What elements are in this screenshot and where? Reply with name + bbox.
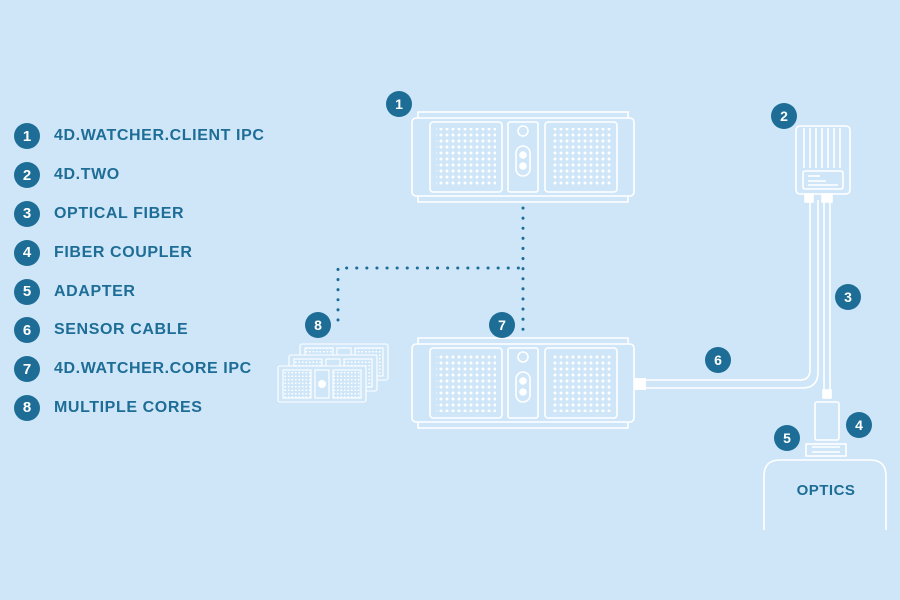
component-legend: 1 4D.WATCHER.CLIENT IPC 2 4D.TWO 3 OPTIC… [14, 117, 265, 427]
legend-number: 8 [14, 394, 40, 421]
badge-core-ipc: 7 [489, 312, 515, 338]
legend-item: 2 4D.TWO [14, 156, 265, 195]
badge-optical-fiber: 3 [835, 284, 861, 310]
optics-label: OPTICS [797, 482, 856, 499]
adapter [805, 443, 847, 457]
svg-text:3: 3 [844, 289, 852, 305]
badge-sensor-cable: 6 [705, 347, 731, 373]
client-ipc-server [411, 111, 635, 203]
svg-text:5: 5 [783, 430, 791, 446]
legend-label: FIBER COUPLER [54, 243, 193, 261]
legend-label: OPTICAL FIBER [54, 204, 185, 222]
svg-text:4: 4 [855, 417, 863, 433]
legend-number: 3 [14, 200, 40, 227]
legend-label: 4D.TWO [54, 166, 120, 184]
multiple-cores-stack [277, 343, 389, 403]
legend-number: 7 [14, 356, 40, 383]
legend-number: 6 [14, 317, 40, 344]
svg-text:2: 2 [780, 108, 788, 124]
legend-item: 6 SENSOR CABLE [14, 311, 265, 350]
optics-block: OPTICS [763, 459, 887, 530]
svg-text:7: 7 [498, 317, 506, 333]
legend-number: 2 [14, 162, 40, 189]
network-link-multiple-cores [336, 266, 525, 322]
legend-item: 3 OPTICAL FIBER [14, 195, 265, 234]
legend-item: 5 ADAPTER [14, 272, 265, 311]
legend-item: 8 MULTIPLE CORES [14, 389, 265, 428]
svg-text:6: 6 [714, 352, 722, 368]
core-ipc-server [411, 337, 635, 429]
badge-four-d-two: 2 [771, 103, 797, 129]
svg-text:8: 8 [314, 317, 322, 333]
four-d-two-device [795, 125, 851, 203]
legend-label: SENSOR CABLE [54, 321, 189, 339]
legend-number: 1 [14, 123, 40, 150]
legend-number: 4 [14, 239, 40, 266]
legend-label: 4D.WATCHER.CLIENT IPC [54, 127, 265, 145]
badge-client-ipc: 1 [386, 91, 412, 117]
badge-fiber-coupler: 4 [846, 412, 872, 438]
optical-fiber [823, 200, 831, 393]
svg-text:1: 1 [395, 96, 403, 112]
fiber-coupler [814, 389, 840, 441]
legend-label: MULTIPLE CORES [54, 398, 203, 416]
sensor-cable [634, 200, 819, 390]
badge-adapter: 5 [774, 425, 800, 451]
legend-item: 7 4D.WATCHER.CORE IPC [14, 350, 265, 389]
legend-label: ADAPTER [54, 282, 136, 300]
legend-item: 1 4D.WATCHER.CLIENT IPC [14, 117, 265, 156]
legend-item: 4 FIBER COUPLER [14, 233, 265, 272]
legend-label: 4D.WATCHER.CORE IPC [54, 360, 252, 378]
legend-number: 5 [14, 278, 40, 305]
badge-multiple-cores: 8 [305, 312, 331, 338]
